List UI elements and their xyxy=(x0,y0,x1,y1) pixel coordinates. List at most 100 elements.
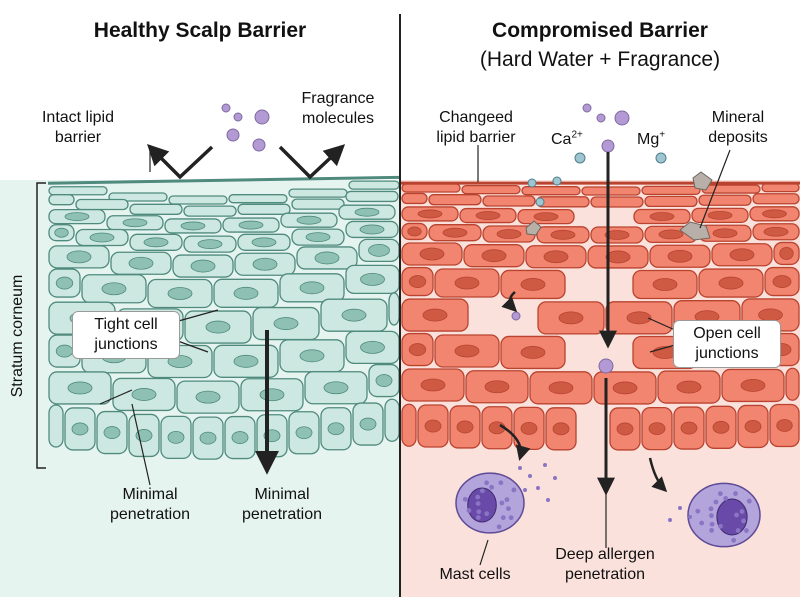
cell-nucleus xyxy=(681,422,697,434)
mast-cell-granule xyxy=(744,528,749,533)
cell-nucleus xyxy=(650,213,674,221)
cell-nucleus xyxy=(719,277,743,289)
mast-cell-granule xyxy=(480,488,485,493)
skin-cell xyxy=(402,184,460,192)
cell-nucleus xyxy=(360,225,384,234)
cell-nucleus xyxy=(559,312,583,324)
cell-nucleus xyxy=(659,230,683,239)
cell-nucleus xyxy=(418,210,442,218)
penetrating-molecule xyxy=(512,312,520,320)
released-granule xyxy=(688,515,692,519)
cell-nucleus xyxy=(763,210,787,218)
cell-nucleus xyxy=(191,260,215,272)
cell-nucleus xyxy=(297,216,321,224)
cell-nucleus xyxy=(653,278,677,290)
skin-cell xyxy=(389,293,399,325)
compromised-panel-title: Compromised Barrier xyxy=(440,18,760,44)
fragrance-molecule xyxy=(255,110,269,124)
compromised-panel-subtitle: (Hard Water + Fragrance) xyxy=(430,47,770,73)
mast-cell-granule xyxy=(736,528,741,533)
cell-nucleus xyxy=(260,389,284,401)
minimal-penetration-label-1: Minimal penetration xyxy=(90,485,210,525)
cell-nucleus xyxy=(409,276,426,288)
skin-cell xyxy=(699,195,751,205)
cell-nucleus xyxy=(328,423,344,435)
cell-nucleus xyxy=(355,208,379,216)
skin-cell xyxy=(522,187,580,195)
cell-nucleus xyxy=(606,251,630,263)
cell-nucleus xyxy=(342,309,366,321)
cell-nucleus xyxy=(200,432,216,444)
mast-cell-granule xyxy=(714,500,719,505)
deep-allergen-label: Deep allergen penetration xyxy=(530,545,680,585)
cell-nucleus xyxy=(443,228,467,237)
skin-cell xyxy=(49,195,74,205)
cell-nucleus xyxy=(780,247,794,259)
mineral-ion xyxy=(575,153,585,163)
skin-cell xyxy=(462,186,520,194)
skin-cell xyxy=(292,199,344,209)
mast-cell-granule xyxy=(731,538,736,543)
cell-nucleus xyxy=(102,283,126,295)
skin-cell xyxy=(429,195,481,205)
fragrance-molecule xyxy=(222,104,230,112)
skin-cell xyxy=(483,196,535,206)
cell-nucleus xyxy=(457,421,473,433)
cell-nucleus xyxy=(68,382,92,394)
mast-cell-granule xyxy=(476,501,481,506)
cell-nucleus xyxy=(324,382,348,394)
cell-nucleus xyxy=(777,419,793,431)
mast-cell-granule xyxy=(695,509,700,514)
cell-nucleus xyxy=(56,345,73,357)
cell-nucleus xyxy=(551,230,575,239)
skin-cell xyxy=(184,206,236,216)
cell-nucleus xyxy=(409,344,426,356)
mast-cell-granule xyxy=(498,480,503,485)
mast-cell-granule xyxy=(718,491,723,496)
fragrance-molecule xyxy=(583,104,591,112)
cell-nucleus xyxy=(72,423,88,435)
cell-nucleus xyxy=(534,213,558,221)
stratum-corneum-label: Stratum corneum xyxy=(7,266,29,406)
cell-nucleus xyxy=(198,240,222,249)
mast-cell-granule xyxy=(476,515,481,520)
cell-nucleus xyxy=(497,230,521,239)
fragrance-molecule xyxy=(615,111,629,125)
cell-nucleus xyxy=(485,381,509,393)
cell-nucleus xyxy=(300,350,324,362)
cell-nucleus xyxy=(617,423,633,435)
skin-cell xyxy=(385,399,399,441)
cell-nucleus xyxy=(741,379,765,391)
cell-nucleus xyxy=(677,381,701,393)
cell-nucleus xyxy=(455,277,479,289)
cell-nucleus xyxy=(408,227,422,236)
released-granule xyxy=(543,463,547,467)
mast-cell-granule xyxy=(733,491,738,496)
mast-cell-granule xyxy=(497,524,502,529)
cell-nucleus xyxy=(549,382,573,394)
released-granule xyxy=(518,466,522,470)
cell-nucleus xyxy=(253,258,277,270)
cell-nucleus xyxy=(296,427,312,439)
fragrance-molecules-label: Fragrance molecules xyxy=(288,89,388,129)
mast-cell-nucleus xyxy=(717,499,747,535)
cell-nucleus xyxy=(206,321,230,333)
cell-nucleus xyxy=(745,420,761,432)
skin-cell xyxy=(169,196,227,204)
mast-cell-granule xyxy=(709,528,714,533)
calcium-symbol: Ca xyxy=(551,131,571,148)
cell-nucleus xyxy=(455,345,479,357)
fragrance-molecule xyxy=(602,140,614,152)
mast-cell-granule xyxy=(463,497,468,502)
cell-nucleus xyxy=(306,233,330,242)
fragrance-molecule xyxy=(227,129,239,141)
released-granule xyxy=(523,488,527,492)
mineral-ion xyxy=(528,179,536,187)
skin-cell xyxy=(537,197,589,207)
skin-cell xyxy=(591,197,643,207)
released-granule xyxy=(528,474,532,478)
cell-nucleus xyxy=(423,309,447,321)
mast-cell-granule xyxy=(501,515,506,520)
cell-nucleus xyxy=(56,277,73,289)
released-granule xyxy=(668,518,672,522)
